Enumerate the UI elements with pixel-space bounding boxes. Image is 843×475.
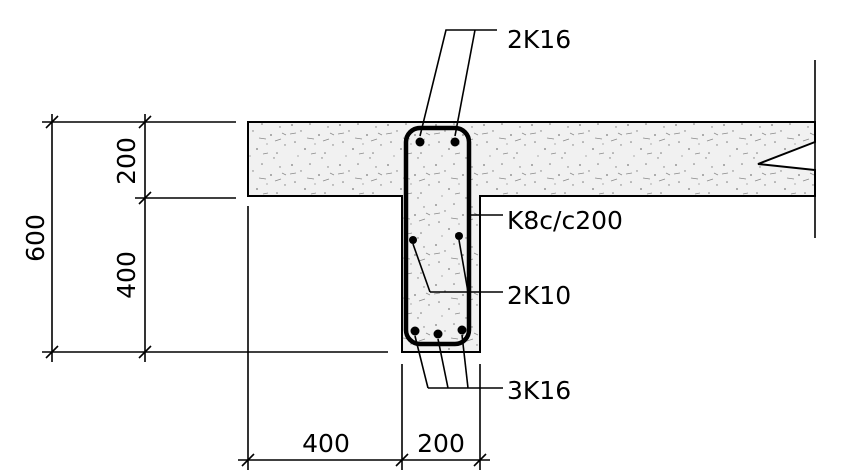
dim-flange-thickness: 200 xyxy=(112,137,141,185)
label-bottom-bars: 3K16 xyxy=(507,376,571,405)
leader-bottom-bars xyxy=(414,334,503,389)
side-bar-2 xyxy=(455,232,463,240)
top-bar-2 xyxy=(450,137,460,147)
label-top-bars: 2K16 xyxy=(507,25,571,54)
stirrup xyxy=(403,125,472,347)
vertical-dimension-lines xyxy=(42,114,388,362)
dim-web-depth: 400 xyxy=(112,251,141,299)
leader-top-bars xyxy=(419,29,497,137)
dim-web-width: 200 xyxy=(417,429,465,458)
top-bar-1 xyxy=(415,137,425,147)
dim-flange-overhang-width: 400 xyxy=(302,429,350,458)
bottom-bar-1 xyxy=(410,326,420,336)
side-bars xyxy=(409,232,463,244)
bottom-bar-3 xyxy=(457,325,467,335)
label-side-bars: 2K10 xyxy=(507,281,571,310)
horizontal-dimension-lines xyxy=(238,206,490,470)
concrete-section xyxy=(247,121,816,353)
dim-total-height: 600 xyxy=(21,214,50,262)
label-stirrups: K8c/c200 xyxy=(507,206,623,235)
bottom-bar-2 xyxy=(433,329,443,339)
bottom-bars xyxy=(410,325,467,339)
leader-side-bars xyxy=(412,239,503,293)
side-bar-1 xyxy=(409,236,417,244)
top-bars xyxy=(415,137,460,147)
